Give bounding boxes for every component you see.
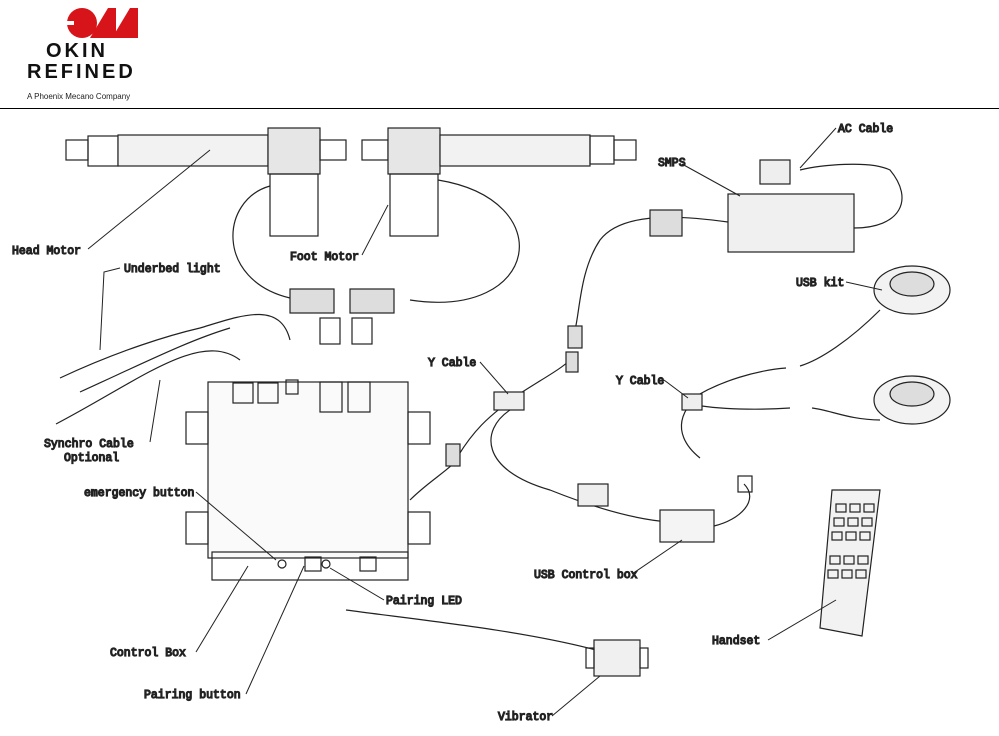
usb-control-box [660, 476, 752, 542]
label-ac-cable: AC Cable [838, 123, 893, 136]
motor-cable [410, 180, 519, 302]
foot-motor [362, 128, 636, 236]
control-box [186, 380, 430, 580]
vibrator [346, 610, 648, 676]
motor-plug [320, 318, 340, 344]
label-pairing-led: Pairing LED [386, 595, 462, 608]
motor-plug [350, 289, 394, 313]
handset [820, 490, 880, 636]
label-foot-motor: Foot Motor [290, 251, 359, 264]
smps [568, 160, 902, 348]
label-underbed-light: Underbed light [124, 263, 221, 276]
label-y-cable-2: Y Cable [616, 375, 664, 388]
label-emergency-button: emergency button [84, 487, 194, 500]
label-y-cable-1: Y Cable [428, 357, 476, 370]
label-vibrator: Vibrator [498, 711, 553, 724]
label-handset: Handset [712, 635, 760, 648]
label-pairing-button: Pairing button [144, 689, 241, 702]
label-synchro-cable: Synchro Cable [44, 438, 134, 451]
usb-kit [681, 266, 950, 458]
motor-cable [233, 186, 290, 298]
head-motor [66, 128, 346, 236]
label-head-motor: Head Motor [12, 245, 81, 258]
label-optional: Optional [64, 452, 119, 465]
motor-plug [352, 318, 372, 344]
underbed-light-cable [60, 314, 290, 378]
label-control-box: Control Box [110, 647, 186, 660]
motor-plug [290, 289, 334, 313]
label-usb-kit: USB kit [796, 277, 844, 290]
label-usb-control-box: USB Control box [534, 569, 638, 582]
label-smps: SMPS [658, 157, 686, 170]
